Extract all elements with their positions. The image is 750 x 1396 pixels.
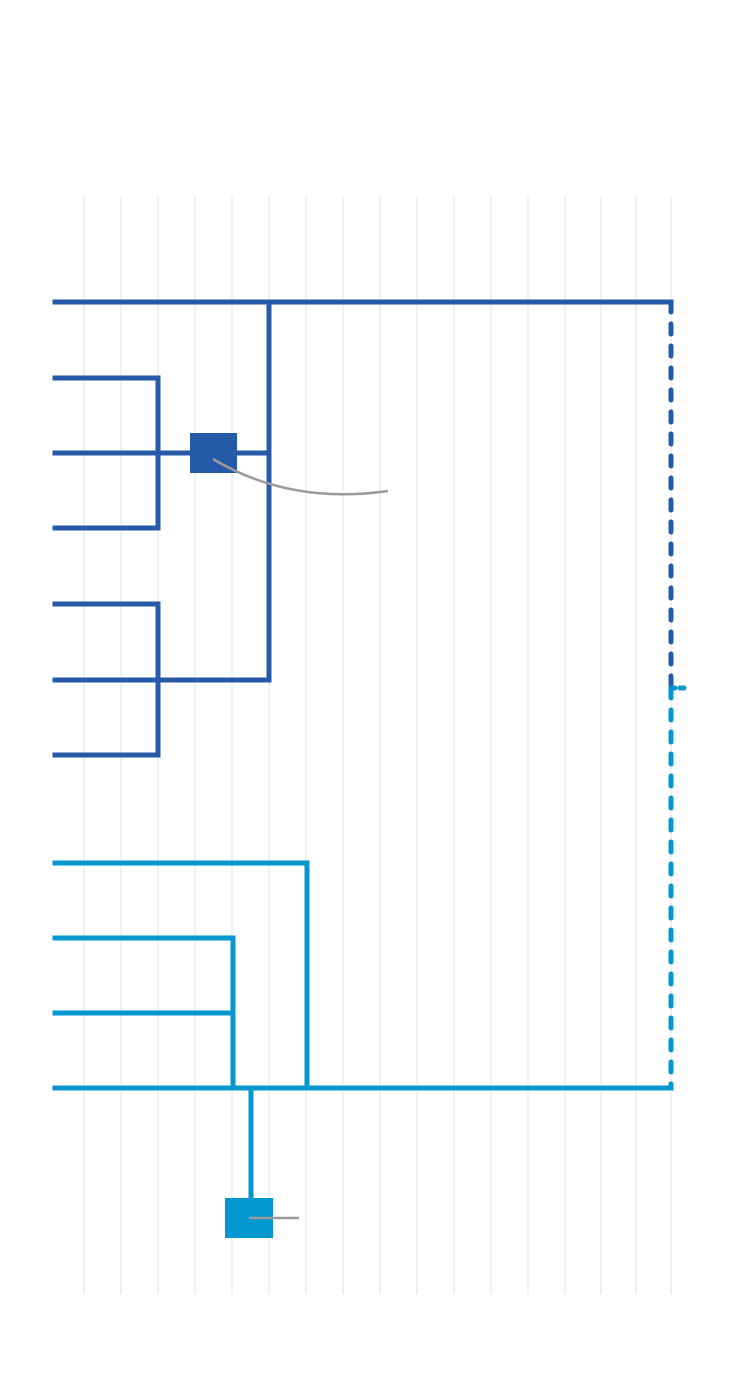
grid-lines bbox=[83, 196, 672, 1294]
callouts bbox=[212, 457, 389, 1220]
group-a-tree bbox=[52, 299, 674, 758]
group-a-callout-line bbox=[212, 457, 389, 496]
group-a-node-marker bbox=[190, 433, 237, 473]
group-b-tree bbox=[52, 685, 691, 1238]
